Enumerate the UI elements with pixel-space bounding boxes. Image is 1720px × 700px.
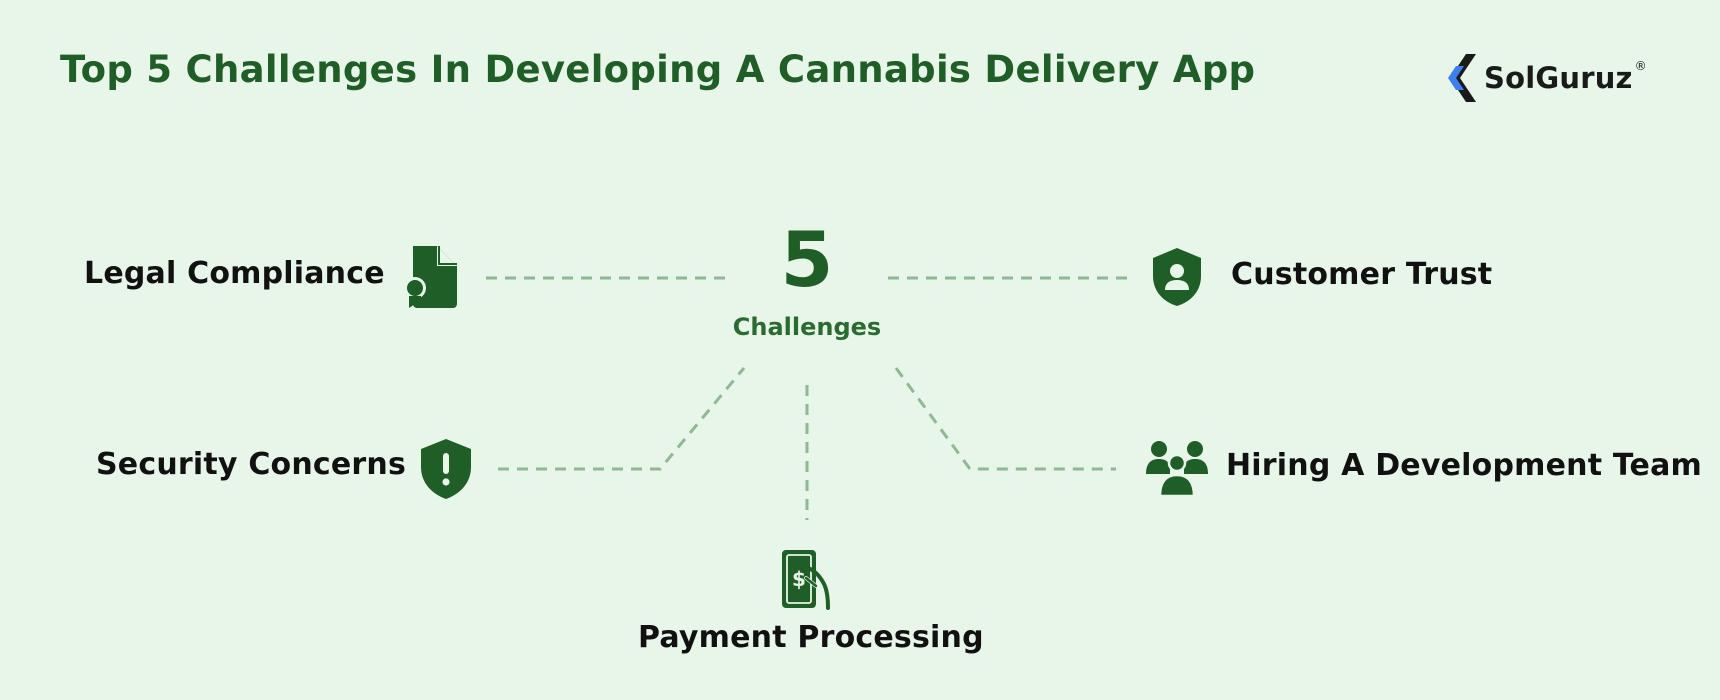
brand-name: SolGuruz	[1484, 61, 1633, 95]
connector-security	[498, 367, 746, 471]
label-security-concerns: Security Concerns	[96, 447, 407, 482]
shield-user-icon	[1153, 248, 1201, 306]
registered-mark: ®	[1634, 59, 1647, 73]
connector-hiring	[894, 367, 1116, 471]
label-legal-compliance: Legal Compliance	[84, 256, 385, 291]
shield-alert-icon	[421, 439, 471, 499]
team-users-icon	[1146, 441, 1208, 496]
svg-text:$: $	[792, 567, 806, 591]
solguruz-logo-icon	[1448, 54, 1476, 102]
label-payment-processing: Payment Processing	[638, 620, 984, 655]
page-title: Top 5 Challenges In Developing A Cannabi…	[60, 48, 1256, 91]
center-number: 5	[780, 215, 834, 304]
certified-document-icon	[405, 246, 457, 308]
cash-hand-icon: $	[782, 550, 830, 610]
label-hiring-team: Hiring A Development Team	[1226, 448, 1703, 483]
label-customer-trust: Customer Trust	[1231, 257, 1493, 292]
brand-logo: SolGuruz ®	[1446, 52, 1647, 104]
center-label: Challenges	[732, 313, 882, 341]
